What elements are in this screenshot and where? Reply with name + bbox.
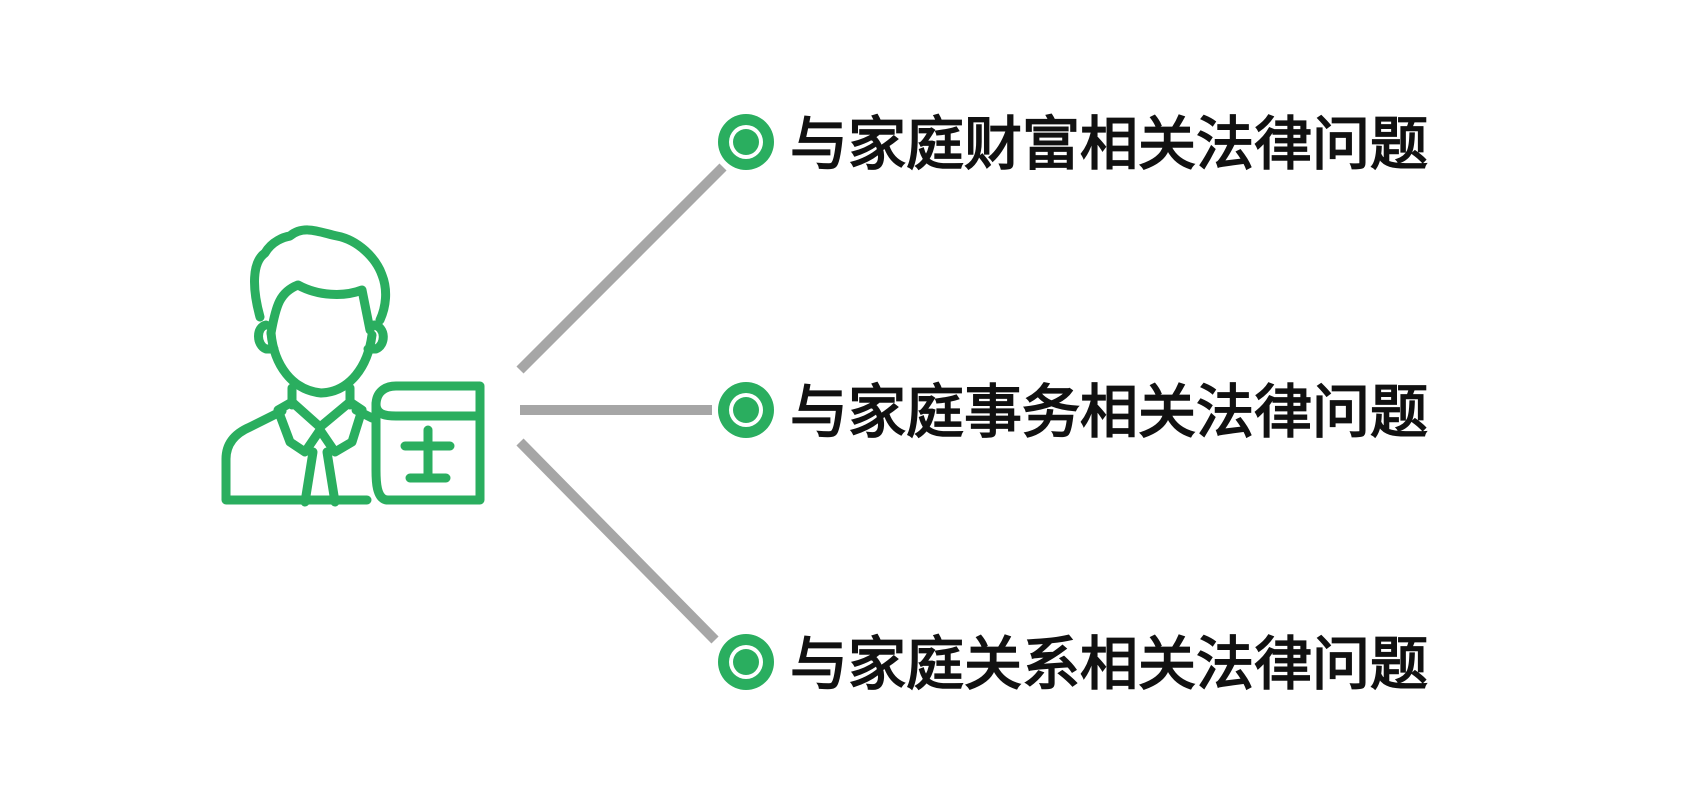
left-ear (254, 320, 279, 354)
target-dot-icon (718, 634, 774, 690)
shoulders (221, 406, 372, 505)
target-dot-icon (718, 382, 774, 438)
list-item: 与家庭关系相关法律问题 (718, 630, 1428, 698)
item-label: 与家庭事务相关法律问题 (790, 378, 1428, 446)
hair-outline (250, 225, 391, 325)
book-emblem (400, 425, 455, 483)
right-ear (363, 320, 388, 354)
list-item: 与家庭财富相关法律问题 (718, 110, 1428, 178)
lawyer-with-law-book-icon (221, 225, 485, 507)
connector-top (516, 163, 727, 374)
right-shoulder (351, 405, 377, 423)
list-item: 与家庭事务相关法律问题 (718, 378, 1428, 446)
target-dot-icon (718, 114, 774, 170)
face (266, 328, 377, 398)
collar (273, 397, 367, 457)
item-label: 与家庭财富相关法律问题 (790, 110, 1428, 178)
book-spine (371, 399, 485, 421)
hair-fringe (266, 280, 375, 338)
connector-bottom (516, 438, 719, 644)
item-label: 与家庭关系相关法律问题 (790, 630, 1428, 698)
tie (300, 447, 340, 507)
connectors (516, 163, 727, 644)
